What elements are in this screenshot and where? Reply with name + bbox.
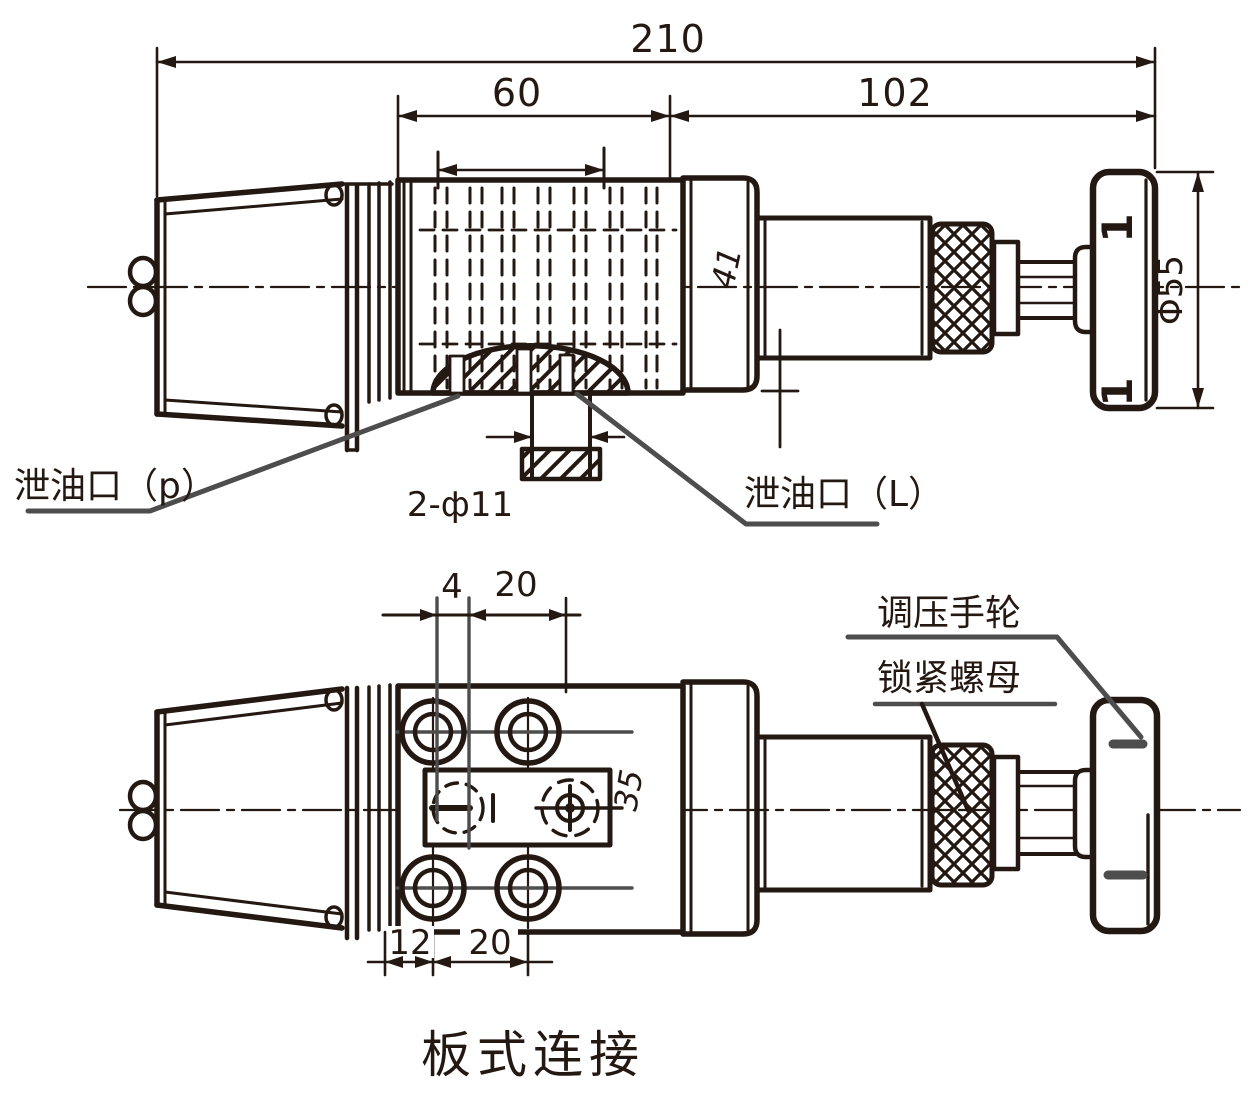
port-face <box>422 767 624 848</box>
dim-4-20: 4 20 <box>381 565 582 850</box>
hidden-lines <box>433 186 659 390</box>
plan-view: 35 <box>118 565 1242 1084</box>
handwheel-label-text: 调压手轮 <box>877 593 1021 634</box>
port-l-symbol <box>534 778 624 838</box>
plan-end-seal-knob <box>127 779 159 842</box>
spacer-ring <box>991 239 1021 337</box>
drain-port-p-text: 泄油口（p） <box>14 466 217 507</box>
dim-2phi11-text: 2-ф11 <box>407 485 513 525</box>
plan-step-flange <box>680 679 760 937</box>
lock-nut-knurled <box>929 221 995 355</box>
dim-4-text: 4 <box>441 567 463 607</box>
port-dome <box>430 343 631 396</box>
dim-41-label: 41 <box>704 244 750 292</box>
dim-102-text: 102 <box>857 71 933 115</box>
body-edge-lines <box>402 178 413 395</box>
dim-60-text: 60 <box>492 71 542 115</box>
handwheel-side: 1 1 <box>1072 168 1159 412</box>
dim-20top-text: 20 <box>494 565 537 605</box>
handwheel-plan <box>1072 696 1161 935</box>
dim-20bot-text: 20 <box>468 923 511 963</box>
adjust-cylinder <box>754 215 933 449</box>
spring-cover-cone <box>154 181 345 429</box>
knurl-mark-bottom: 1 <box>1093 377 1142 406</box>
drawing-caption: 板式连接 <box>421 1026 645 1084</box>
label-drain-port-l: 泄油口（L） <box>574 391 944 527</box>
side-view: 41 1 1 <box>14 17 1242 527</box>
plan-cone <box>154 686 345 931</box>
port-stub-section <box>519 391 603 482</box>
drain-port-l-text: 泄油口（L） <box>744 474 944 515</box>
step-flange <box>680 175 760 393</box>
dim-12-text: 12 <box>388 923 431 963</box>
plan-lock-nut <box>929 742 995 888</box>
knurl-mark-top: 1 <box>1093 213 1142 242</box>
dim-12-20: 12 20 <box>366 923 554 977</box>
bolt-hole <box>399 698 467 766</box>
dim-35-label: 35 <box>606 767 650 814</box>
bolt-hole <box>399 854 467 922</box>
plan-cylinder <box>754 734 933 893</box>
dim-60: 60 <box>396 71 672 180</box>
dim-210-text: 210 <box>630 17 706 61</box>
bolt-hole <box>494 854 562 922</box>
bolt-holes <box>395 696 634 930</box>
bolt-hole <box>494 698 562 766</box>
label-handwheel: 调压手轮 <box>845 593 1144 740</box>
plan-spacer-ring <box>991 754 1021 872</box>
label-lock-nut: 锁紧螺母 <box>872 658 1058 813</box>
mounting-plate <box>343 180 394 453</box>
dim-phi55-text: Φ55 <box>1151 255 1191 325</box>
dim-2phi11: 2-ф11 <box>407 431 626 525</box>
plan-mounting-plate <box>344 683 392 941</box>
dim-phi55: Φ55 <box>1151 170 1215 410</box>
label-drain-port-p: 泄油口（p） <box>14 393 461 514</box>
dim-102: 102 <box>668 71 1157 122</box>
lock-nut-label-text: 锁紧螺母 <box>877 658 1021 699</box>
dim-210: 210 <box>155 17 1157 198</box>
dim-body-top <box>436 146 606 190</box>
